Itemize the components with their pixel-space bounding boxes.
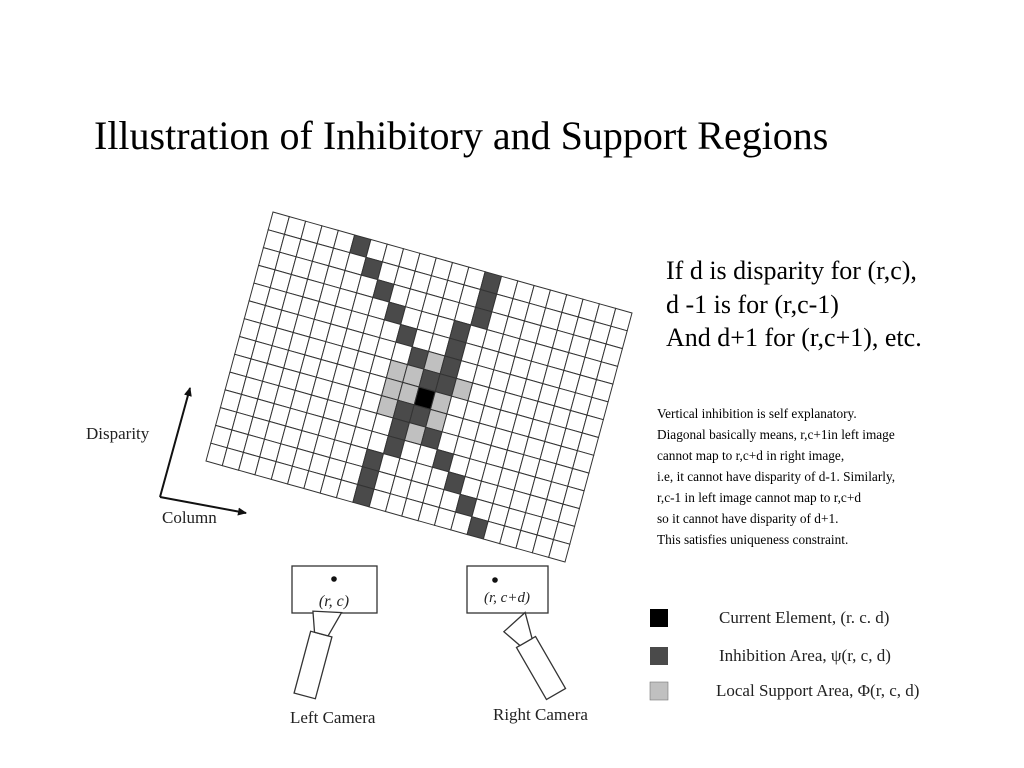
- left-image-point: [331, 576, 337, 582]
- left-image-box: (r, c): [291, 565, 378, 614]
- left-point-label: (r, c): [319, 593, 349, 610]
- notes-line: cannot map to r,c+d in right image,: [657, 448, 845, 463]
- legend-label-support: Local Support Area, Φ(r, c, d): [716, 681, 919, 700]
- right-camera-label: Right Camera: [493, 705, 588, 724]
- disparity-axis-label: Disparity: [86, 424, 150, 443]
- explanation-line: If d is disparity for (r,c),: [666, 256, 917, 285]
- left-camera-label: Left Camera: [290, 708, 376, 727]
- notes-line: r,c-1 in left image cannot map to r,c+d: [657, 490, 861, 505]
- notes-line: Vertical inhibition is self explanatory.: [657, 406, 857, 421]
- legend-label-inhibition: Inhibition Area, ψ(r, c, d): [719, 646, 891, 665]
- column-axis-arrow: [159, 496, 247, 516]
- disparity-grid: [205, 211, 633, 563]
- right-camera-icon: [502, 611, 567, 701]
- right-point-label: (r, c+d): [484, 590, 530, 606]
- column-axis-label: Column: [162, 508, 217, 527]
- notes-text: Vertical inhibition is self explanatory.…: [657, 403, 895, 550]
- slide-title: Illustration of Inhibitory and Support R…: [94, 113, 829, 158]
- right-image-box: (r, c+d): [466, 565, 549, 614]
- legend: Current Element, (r. c. d) Inhibition Ar…: [649, 608, 919, 701]
- notes-line: so it cannot have disparity of d+1.: [657, 511, 839, 526]
- right-image-point: [492, 577, 498, 583]
- explanation-line: d -1 is for (r,c-1): [666, 289, 839, 319]
- notes-line: i.e, it cannot have disparity of d-1. Si…: [657, 469, 896, 484]
- disparity-axis-arrow: [159, 387, 192, 498]
- legend-swatch-current: [650, 609, 668, 627]
- left-camera-icon: [293, 610, 343, 700]
- legend-label-current: Current Element, (r. c. d): [719, 608, 889, 627]
- notes-line: Diagonal basically means, r,c+1in left i…: [657, 427, 895, 442]
- legend-swatch-inhibition: [650, 647, 668, 665]
- notes-line: This satisfies uniqueness constraint.: [657, 532, 849, 547]
- legend-swatch-support: [649, 681, 669, 701]
- explanation-line: And d+1 for (r,c+1), etc.: [666, 323, 922, 353]
- explanation-text: If d is disparity for (r,c), d -1 is for…: [666, 254, 922, 355]
- grid-cell: [548, 538, 571, 563]
